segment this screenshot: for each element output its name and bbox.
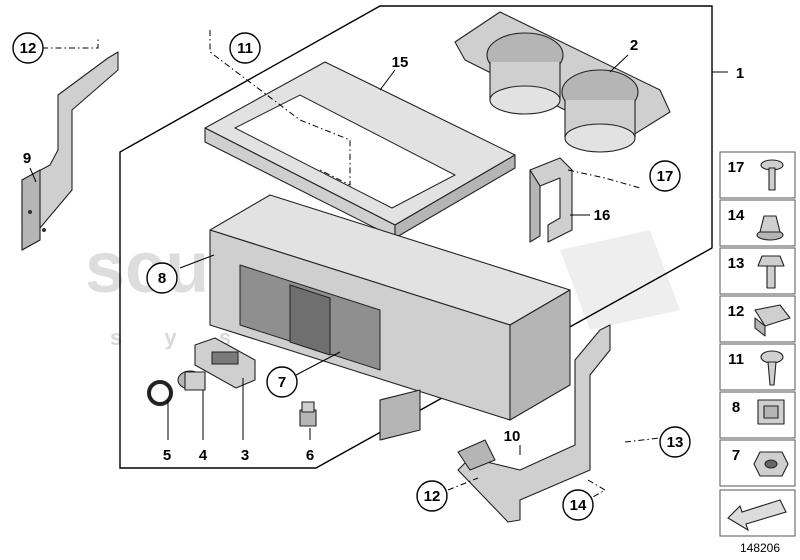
svg-text:12: 12 xyxy=(424,488,441,505)
round-head-screw-icon xyxy=(760,350,784,386)
svg-text:12: 12 xyxy=(728,303,745,320)
label-16[interactable]: 16 xyxy=(594,207,611,224)
fastener-legend: 17 14 13 12 xyxy=(719,151,796,537)
svg-text:13: 13 xyxy=(728,255,745,272)
ring-5 xyxy=(147,380,173,406)
socket-4 xyxy=(177,370,206,391)
square-clip-nut-icon xyxy=(757,399,785,425)
callout-12-bottom[interactable]: 12 xyxy=(416,480,448,512)
hex-bolt-icon xyxy=(757,255,785,289)
label-1[interactable]: 1 xyxy=(736,65,744,82)
bracket-9 xyxy=(21,51,119,251)
leader-2 xyxy=(609,54,629,73)
diagram-number: 148206 xyxy=(740,541,780,555)
leader-9 xyxy=(29,167,37,183)
callout-7[interactable]: 7 xyxy=(266,366,298,398)
watermark-flag-icon xyxy=(560,230,680,330)
dash-12-top xyxy=(42,38,99,49)
svg-text:8: 8 xyxy=(732,399,740,416)
label-5[interactable]: 5 xyxy=(163,447,171,464)
callout-14[interactable]: 14 xyxy=(562,489,594,521)
svg-text:13: 13 xyxy=(667,434,684,451)
callout-11[interactable]: 11 xyxy=(229,32,261,64)
legend-row-8[interactable]: 8 xyxy=(719,391,796,439)
flange-nut-icon xyxy=(756,215,784,241)
svg-text:7: 7 xyxy=(278,374,286,391)
svg-text:11: 11 xyxy=(728,351,744,368)
label-9[interactable]: 9 xyxy=(23,150,31,167)
label-15[interactable]: 15 xyxy=(392,54,409,71)
clip-nut-icon xyxy=(754,304,791,337)
svg-text:17: 17 xyxy=(728,159,745,176)
svg-text:12: 12 xyxy=(20,40,37,57)
direction-arrow-icon xyxy=(727,499,787,532)
switch-6 xyxy=(299,401,317,427)
label-4[interactable]: 4 xyxy=(199,447,208,464)
trim-panel-15 xyxy=(204,61,516,239)
legend-row-11[interactable]: 11 xyxy=(719,343,796,391)
leader-7 xyxy=(295,351,341,376)
assembly-frame xyxy=(119,5,713,469)
label-2[interactable]: 2 xyxy=(630,37,638,54)
dash-13 xyxy=(624,437,661,443)
leader-8 xyxy=(179,254,215,269)
svg-text:17: 17 xyxy=(657,168,674,185)
legend-row-7[interactable]: 7 xyxy=(719,439,796,487)
leader-15 xyxy=(379,69,396,91)
svg-text:14: 14 xyxy=(570,497,587,514)
dash-12-bottom xyxy=(447,477,479,491)
legend-row-arrow[interactable] xyxy=(719,489,796,537)
callout-12-top[interactable]: 12 xyxy=(12,32,44,64)
callout-8[interactable]: 8 xyxy=(146,262,178,294)
svg-text:11: 11 xyxy=(237,40,253,57)
dash-17 xyxy=(567,169,641,189)
label-6[interactable]: 6 xyxy=(306,447,314,464)
bracket-16 xyxy=(529,157,573,243)
flat-head-screw-icon xyxy=(760,159,784,191)
legend-row-14[interactable]: 14 xyxy=(719,199,796,247)
label-10[interactable]: 10 xyxy=(504,428,521,445)
callout-13[interactable]: 13 xyxy=(659,426,691,458)
callout-17[interactable]: 17 xyxy=(649,160,681,192)
cup-holder-2 xyxy=(454,11,671,153)
hex-nut-icon xyxy=(753,451,789,477)
label-3[interactable]: 3 xyxy=(241,447,249,464)
dash-11 xyxy=(209,30,351,186)
svg-text:14: 14 xyxy=(728,207,745,224)
bracket-10 xyxy=(457,324,611,523)
svg-text:7: 7 xyxy=(732,447,740,464)
legend-row-12[interactable]: 12 xyxy=(719,295,796,343)
dash-14 xyxy=(587,479,606,501)
legend-row-17[interactable]: 17 xyxy=(719,151,796,199)
legend-row-13[interactable]: 13 xyxy=(719,247,796,295)
svg-text:8: 8 xyxy=(158,270,166,287)
bezel-3 xyxy=(194,337,256,389)
storage-housing xyxy=(209,194,571,441)
